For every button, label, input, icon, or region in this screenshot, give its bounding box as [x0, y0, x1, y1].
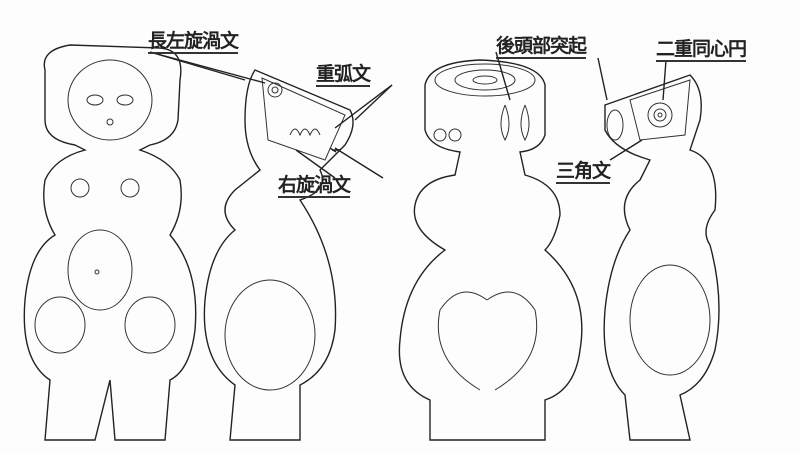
- leader-lines: [149, 51, 667, 179]
- label-occipital-protrusion: 後頭部突起: [496, 35, 587, 59]
- back-view-figure: [398, 59, 583, 441]
- label-right-spiral: 右旋渦文: [278, 174, 351, 198]
- label-long-left-spiral: 長左旋渦文: [148, 30, 239, 54]
- label-triangle-pattern: 三角文: [556, 160, 611, 184]
- label-multiple-arc: 重弧文: [316, 63, 371, 87]
- label-double-concentric-circle: 二重同心円: [656, 38, 747, 62]
- left-side-view-figure: [203, 69, 354, 441]
- right-side-view-figure: [603, 74, 720, 441]
- front-view-figure: [23, 44, 197, 441]
